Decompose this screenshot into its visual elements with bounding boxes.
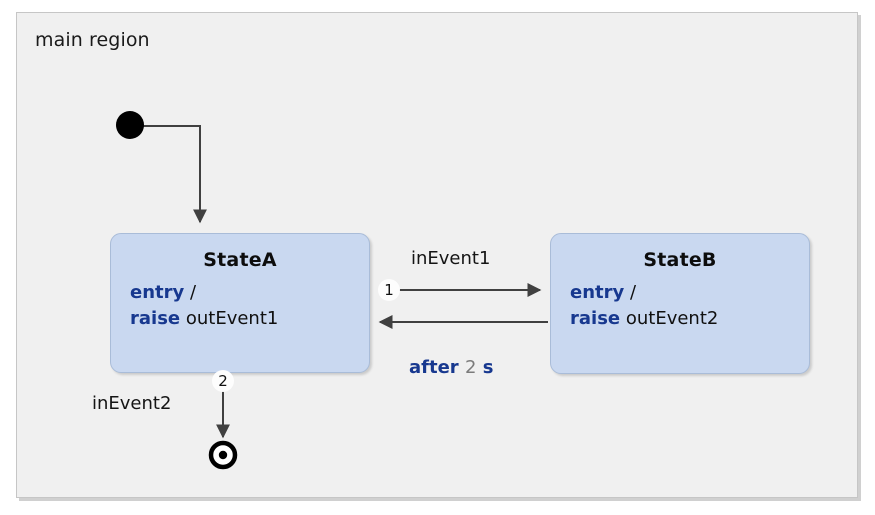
state-node-stateB[interactable]: StateB entry / raise outEvent2 [550, 233, 810, 374]
transition-label-inEvent2[interactable]: inEvent2 [92, 393, 172, 414]
state-line: raise outEvent2 [570, 306, 809, 332]
line-rest: outEvent1 [180, 307, 279, 329]
priority-badge-2[interactable]: 2 [212, 370, 234, 392]
keyword-raise: raise [570, 307, 621, 329]
state-title: StateB [643, 249, 717, 271]
state-title: StateA [203, 249, 277, 271]
timed-number: 2 [464, 357, 477, 378]
region-title: main region [35, 29, 150, 51]
state-line: entry / [570, 280, 809, 306]
keyword-entry: entry [130, 282, 185, 303]
timed-keyword: after [409, 357, 459, 378]
keyword-raise: raise [130, 307, 181, 329]
keyword-entry: entry [570, 282, 625, 303]
state-body: entry / raise outEvent1 [111, 280, 369, 331]
line-rest: / [184, 282, 197, 303]
line-rest: / [624, 282, 637, 303]
line-rest: outEvent2 [620, 307, 719, 329]
state-body: entry / raise outEvent2 [551, 280, 809, 331]
state-line: entry / [130, 280, 369, 306]
transition-label-inEvent1[interactable]: inEvent1 [411, 248, 491, 269]
transition-label-after-2-s[interactable]: after 2 s [409, 357, 493, 378]
timed-unit: s [482, 357, 494, 378]
priority-badge-1[interactable]: 1 [378, 279, 400, 301]
state-node-stateA[interactable]: StateA entry / raise outEvent1 [110, 233, 370, 373]
state-line: raise outEvent1 [130, 306, 369, 332]
